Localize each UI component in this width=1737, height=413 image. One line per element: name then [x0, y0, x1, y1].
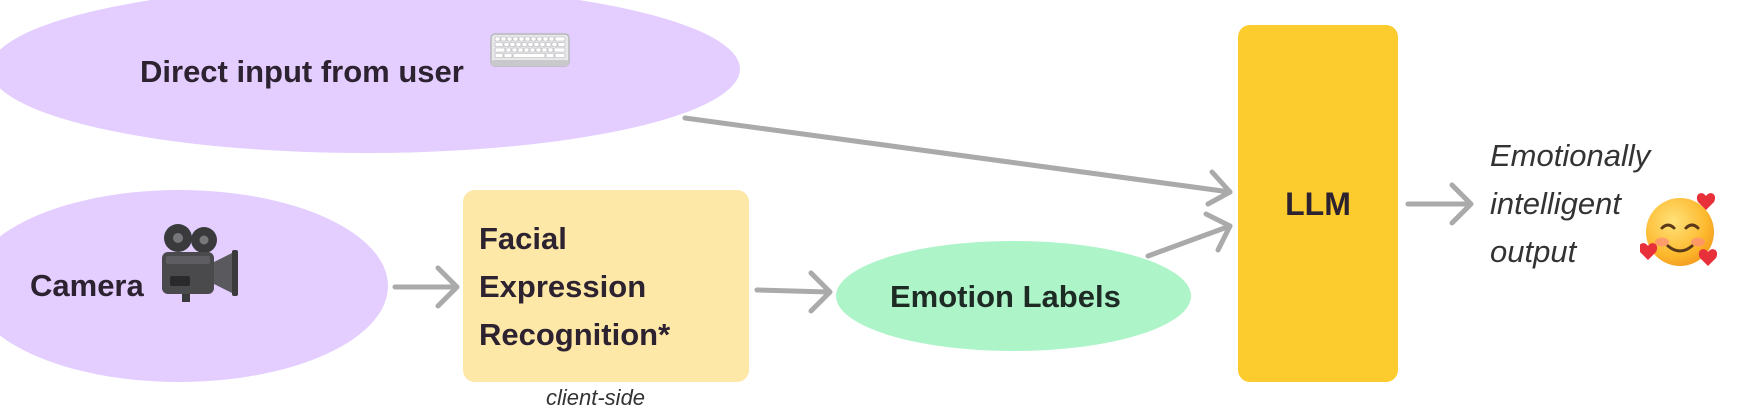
llm-node: [1238, 25, 1398, 382]
fer-label: Facial Expression Recognition*: [479, 215, 729, 359]
fer-label-line-1: Facial: [479, 221, 567, 256]
fer-caption: client-side: [546, 385, 646, 410]
keyboard-icon: [490, 33, 570, 67]
smiling-face-with-hearts-icon: [1640, 193, 1718, 266]
arrow-camera-to-fer: [392, 265, 460, 309]
user-input-label: Direct input from user: [140, 54, 464, 89]
movie-camera-icon: [162, 224, 238, 302]
arrow-emotion-to-llm: [1145, 211, 1233, 259]
arrow-llm-to-output: [1405, 182, 1474, 226]
facial-expression-recognition-node: [463, 190, 749, 382]
fer-label-line-2: Expression: [479, 269, 647, 304]
camera-label: Camera: [30, 268, 144, 303]
llm-label: LLM: [1285, 186, 1351, 222]
output-label-line-1: Emotionally: [1490, 138, 1651, 173]
fer-label-line-3: Recognition*: [479, 317, 671, 352]
arrow-fer-to-emotion: [754, 270, 833, 314]
output-label-line-3: output: [1490, 234, 1577, 269]
arrow-user-to-llm: [682, 115, 1233, 207]
emotion-labels-label: Emotion Labels: [890, 279, 1121, 314]
output-label-line-2: intelligent: [1490, 186, 1621, 221]
emotion-labels-node: [836, 241, 1191, 351]
output-label: Emotionally intelligent output: [1490, 132, 1650, 276]
user-input-node: [0, 0, 740, 153]
